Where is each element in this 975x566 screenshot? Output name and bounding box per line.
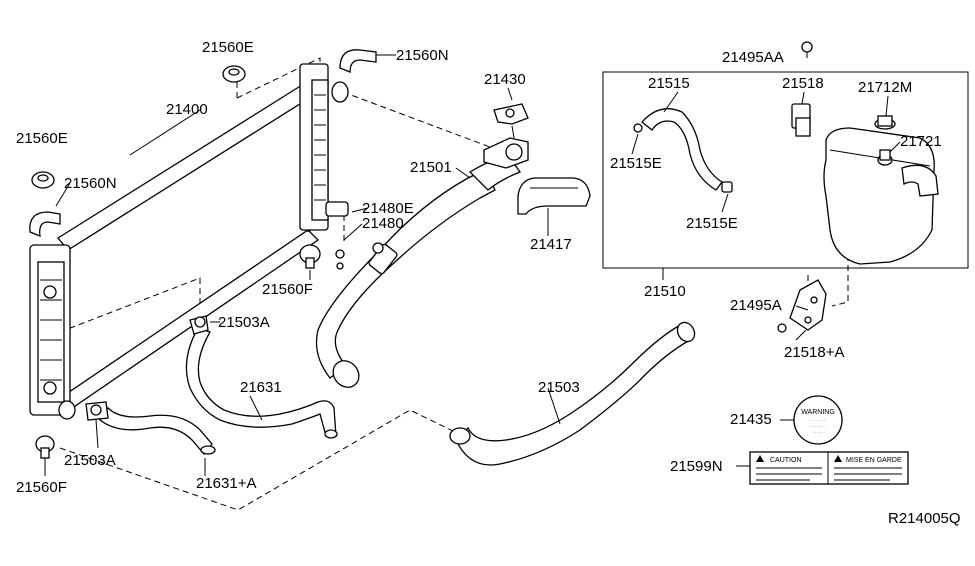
label-21503: 21503: [538, 379, 580, 396]
thermostat-housing: [483, 103, 529, 169]
label-21515E-right: 21515E: [686, 215, 738, 232]
label-21480: 21480: [362, 215, 404, 232]
upper-brackets: [29, 49, 377, 238]
bracket-21518A: [777, 279, 827, 333]
caution-label-right: MISE EN GARDE: [846, 457, 902, 464]
leader-lines: [44, 54, 901, 476]
label-21712M: 21712M: [858, 79, 912, 96]
label-21503A-mid: 21503A: [218, 314, 270, 331]
reservoir-tank: [823, 115, 939, 265]
label-21518A: 21518+A: [784, 344, 844, 361]
label-21515E-left: 21515E: [610, 155, 662, 172]
warning-cap-title: WARNING: [801, 409, 835, 416]
bracket-21518: [791, 103, 811, 137]
lower-hose: [449, 321, 696, 466]
diagram-id: R214005Q: [888, 510, 961, 527]
label-21495AA: 21495AA: [722, 49, 784, 66]
reservoir-box: [602, 71, 969, 269]
label-21560N-left: 21560N: [64, 175, 117, 192]
label-21435: 21435: [730, 411, 772, 428]
label-21560N-top: 21560N: [396, 47, 449, 64]
label-21510: 21510: [644, 283, 686, 300]
label-21430: 21430: [484, 71, 526, 88]
upper-hose: [315, 154, 522, 388]
label-21560F-mid: 21560F: [262, 281, 313, 298]
label-21501: 21501: [410, 159, 452, 176]
label-21631: 21631: [240, 379, 282, 396]
label-21495A: 21495A: [730, 297, 782, 314]
label-21400: 21400: [166, 101, 208, 118]
hose-21631: [185, 315, 338, 439]
svg-text:· · · · · · · ·: · · · · · · · ·: [809, 418, 827, 423]
label-21721: 21721: [900, 133, 942, 150]
label-21515: 21515: [648, 75, 690, 92]
caution-label: CAUTION MISE EN GARDE: [749, 451, 909, 485]
label-21560E-left: 21560E: [16, 130, 68, 147]
label-21417: 21417: [530, 236, 572, 253]
label-21503A-low: 21503A: [64, 452, 116, 469]
label-21480E: 21480E: [362, 200, 414, 217]
label-21518: 21518: [782, 75, 824, 92]
svg-text:· · · · · · ·: · · · · · · ·: [810, 424, 826, 429]
radiator-assembly: [29, 63, 349, 420]
bracket-21417: [517, 177, 591, 215]
label-21560E-top: 21560E: [202, 39, 254, 56]
svg-text:· · · · ·: · · · · ·: [812, 430, 823, 435]
mount-insulators: [31, 65, 345, 459]
part-labels: 21560E 21560N 21400 21560E 21560N 21430 …: [16, 39, 961, 527]
caution-label-left: CAUTION: [770, 457, 802, 464]
label-21599N: 21599N: [670, 458, 723, 475]
warning-cap-label: WARNING · · · · · · · · · · · · · · · · …: [793, 395, 843, 445]
label-21631A: 21631+A: [196, 475, 256, 492]
clip-21495AA: [801, 41, 813, 53]
hose-21631A: [85, 401, 216, 456]
reservoir-hose-21515: [633, 108, 733, 193]
label-21560F-low: 21560F: [16, 479, 67, 496]
